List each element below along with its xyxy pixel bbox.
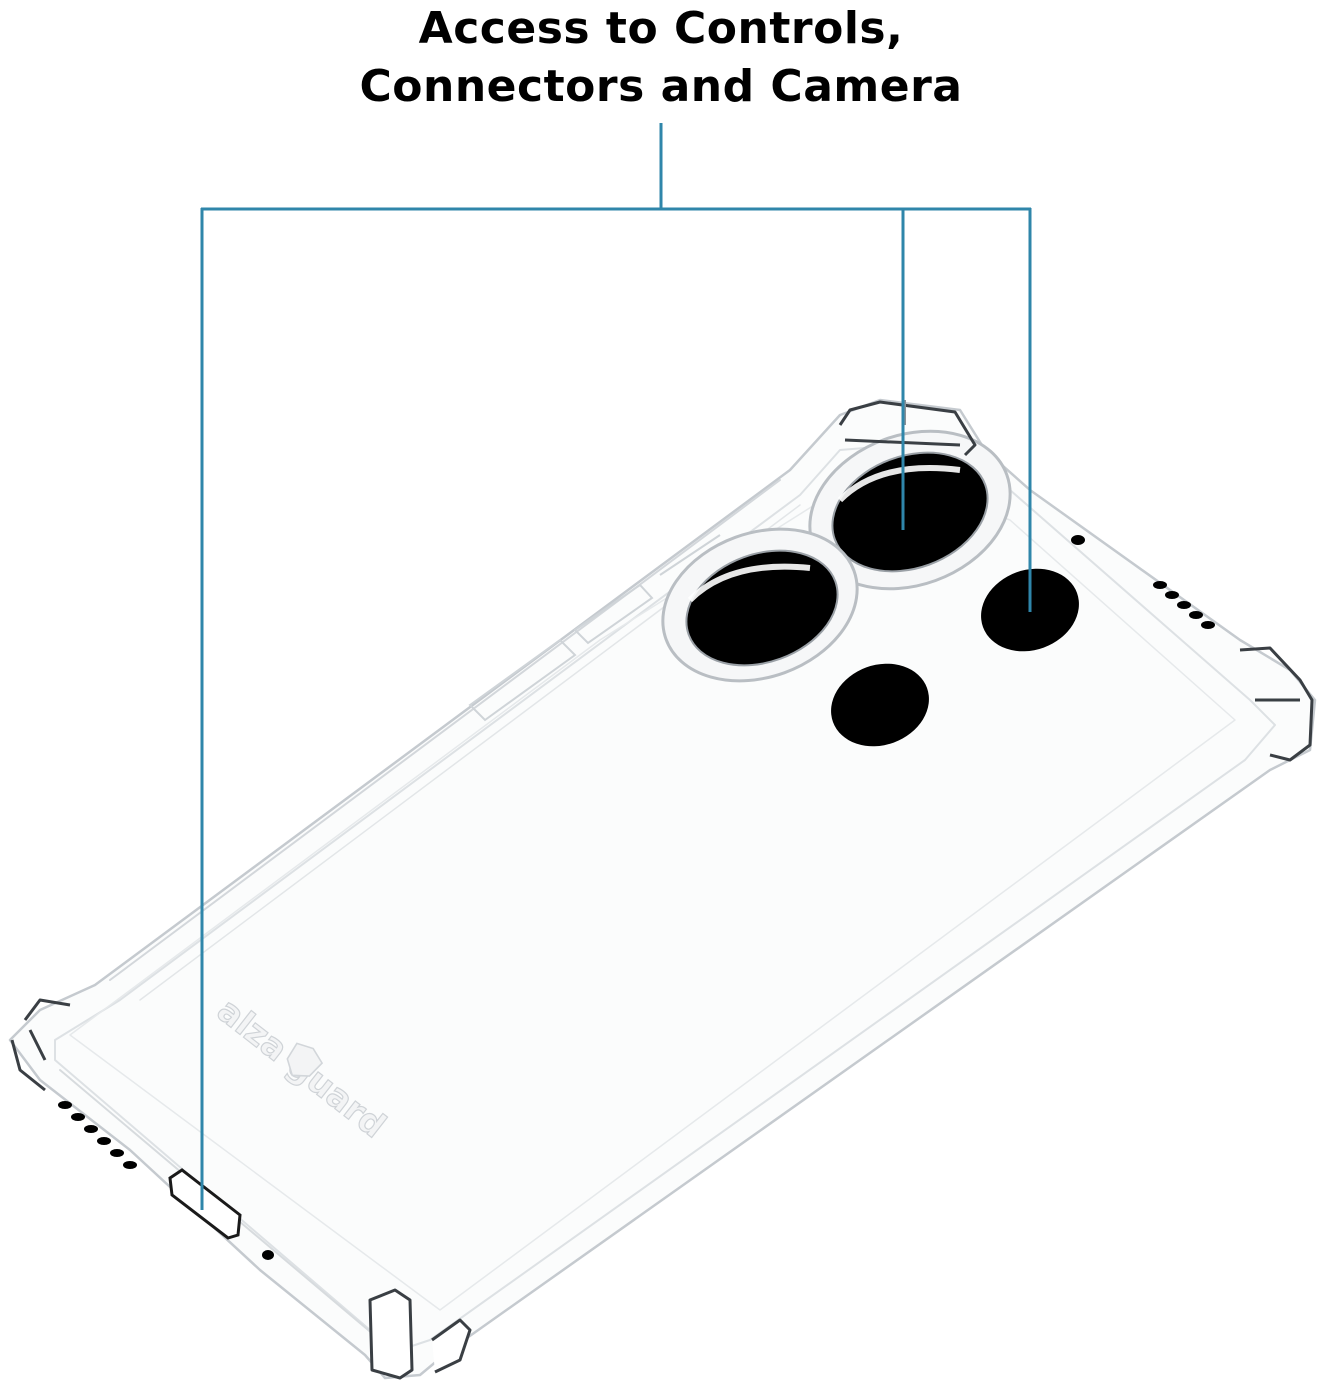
sensor-cutout-bottom (831, 663, 929, 747)
grille-slot (1165, 591, 1179, 599)
grille-slot (123, 1161, 137, 1169)
shield-icon (286, 1042, 324, 1077)
side-groove (659, 534, 721, 576)
top-speaker-grille (1153, 581, 1215, 629)
case-body (8, 398, 1317, 1380)
callout-lines (200, 123, 1032, 1210)
headline-line-1: Access to Controls, (418, 3, 904, 54)
grille-slot (1177, 601, 1191, 609)
usb-port-cutout (168, 1168, 242, 1240)
camera-ring-lower-glare (687, 563, 811, 603)
grille-slot (71, 1113, 85, 1121)
reinforced-corners (10, 400, 1314, 1380)
case-side-rail (109, 479, 781, 981)
corner-bumper-bottom (368, 1288, 472, 1380)
power-button-cover (573, 583, 654, 645)
headline-line-2: Connectors and Camera (359, 61, 963, 112)
corner-bumper-right (1239, 646, 1314, 762)
grille-slot (110, 1149, 124, 1157)
mic-hole-bottom (262, 1250, 274, 1260)
bottom-ports (58, 1101, 274, 1260)
grille-slot (58, 1101, 72, 1109)
side-button-covers (468, 534, 721, 722)
corner-bumper-left (10, 998, 71, 1092)
grille-slot (97, 1137, 111, 1145)
grille-slot (1201, 621, 1215, 629)
volume-button-cover (468, 638, 577, 722)
camera-lens-upper (831, 451, 989, 573)
case-outer-edge (8, 398, 1317, 1380)
bottom-speaker-grille (58, 1101, 137, 1169)
case-back-panel (69, 469, 1236, 1311)
grille-slot (1189, 611, 1203, 619)
mic-hole-top (1071, 535, 1085, 545)
grille-slot (84, 1125, 98, 1133)
camera-ring-upper-glare (837, 465, 961, 503)
grille-slot (1153, 581, 1167, 589)
headline: Access to Controls, Connectors and Camer… (0, 0, 1322, 116)
camera-module (661, 429, 1085, 747)
